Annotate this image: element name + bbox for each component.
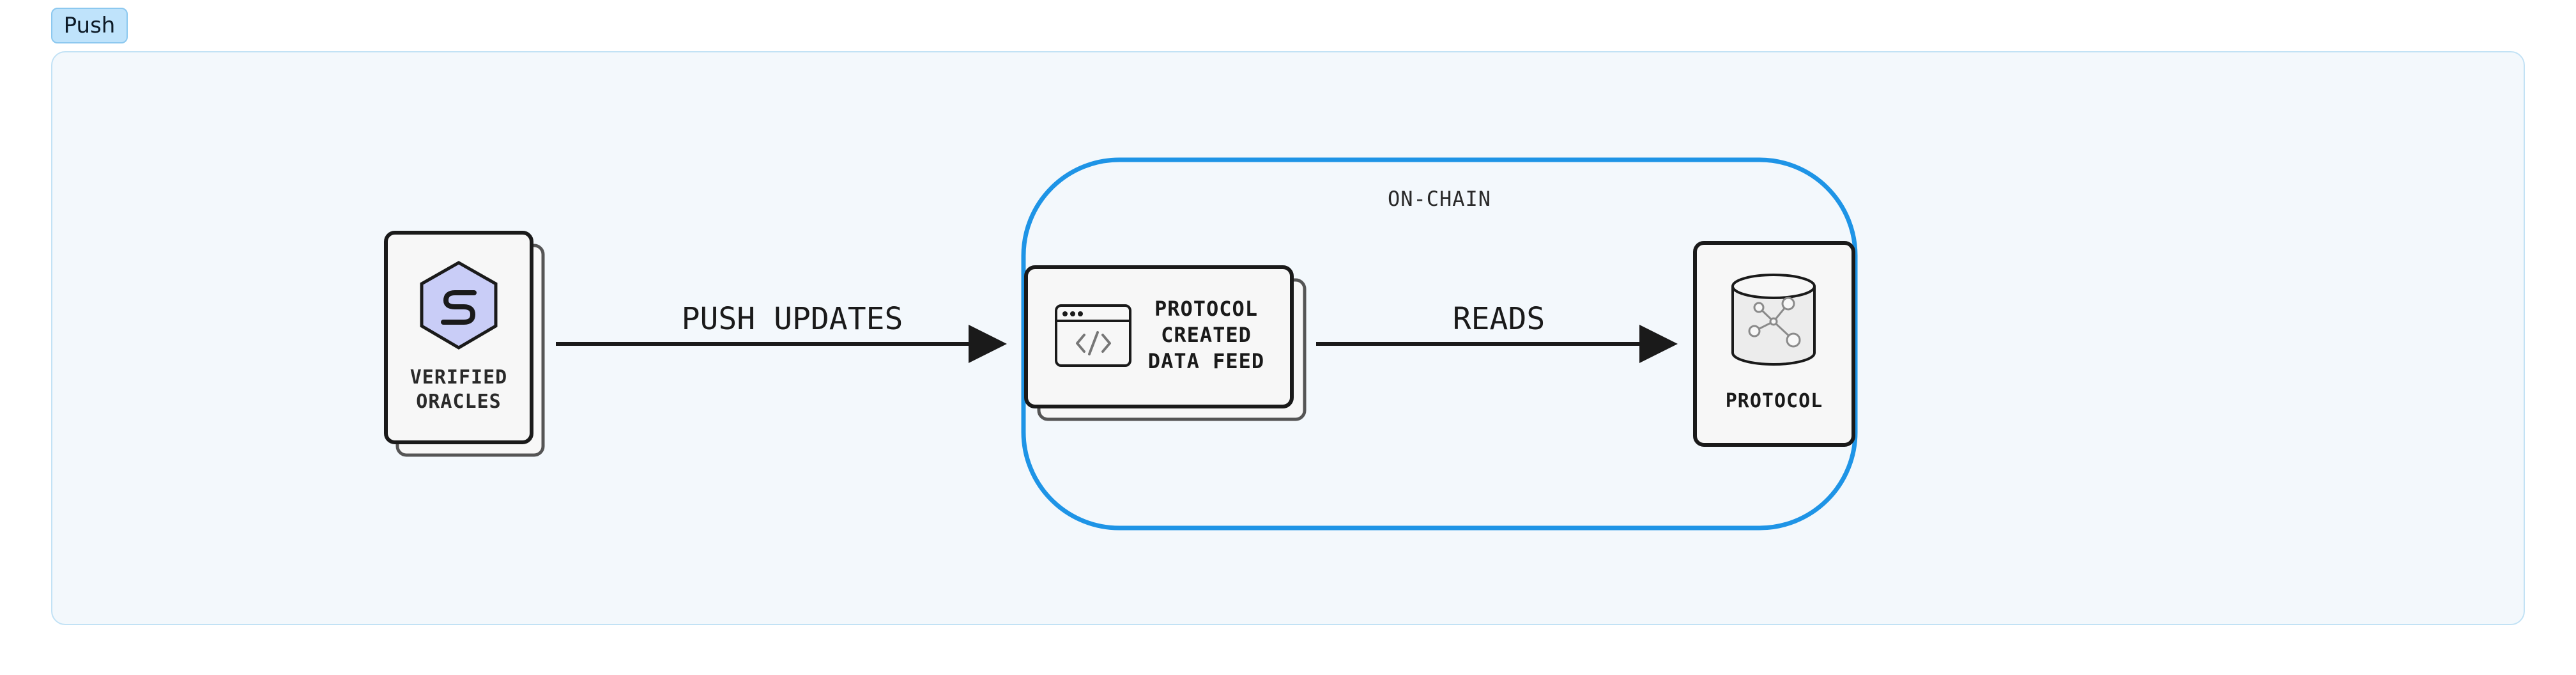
verified-oracles-node: VERIFIED ORACLES xyxy=(384,231,545,457)
protocol-node: PROTOCOL xyxy=(1693,241,1855,447)
data-feed-label-line3: DATA FEED xyxy=(1148,349,1264,373)
push-updates-label: PUSH UPDATES xyxy=(682,301,903,337)
hexagon-logo-icon xyxy=(420,261,498,350)
database-network-icon xyxy=(1731,274,1816,366)
code-window-icon xyxy=(1055,304,1131,367)
data-feed-label-line2: CREATED xyxy=(1161,323,1252,347)
push-tab[interactable]: Push xyxy=(51,8,128,43)
onchain-label: ON-CHAIN xyxy=(1388,187,1491,211)
data-feed-label-line1: PROTOCOL xyxy=(1154,297,1258,321)
verified-oracles-label-line2: ORACLES xyxy=(416,391,501,413)
verified-oracles-label-line1: VERIFIED xyxy=(410,366,508,389)
reads-edge: READS xyxy=(1316,301,1678,363)
protocol-label: PROTOCOL xyxy=(1726,390,1823,412)
protocol-created-data-feed-node: PROTOCOL CREATED DATA FEED xyxy=(1024,265,1307,421)
reads-label: READS xyxy=(1453,301,1545,337)
push-updates-edge: PUSH UPDATES xyxy=(556,301,1007,363)
